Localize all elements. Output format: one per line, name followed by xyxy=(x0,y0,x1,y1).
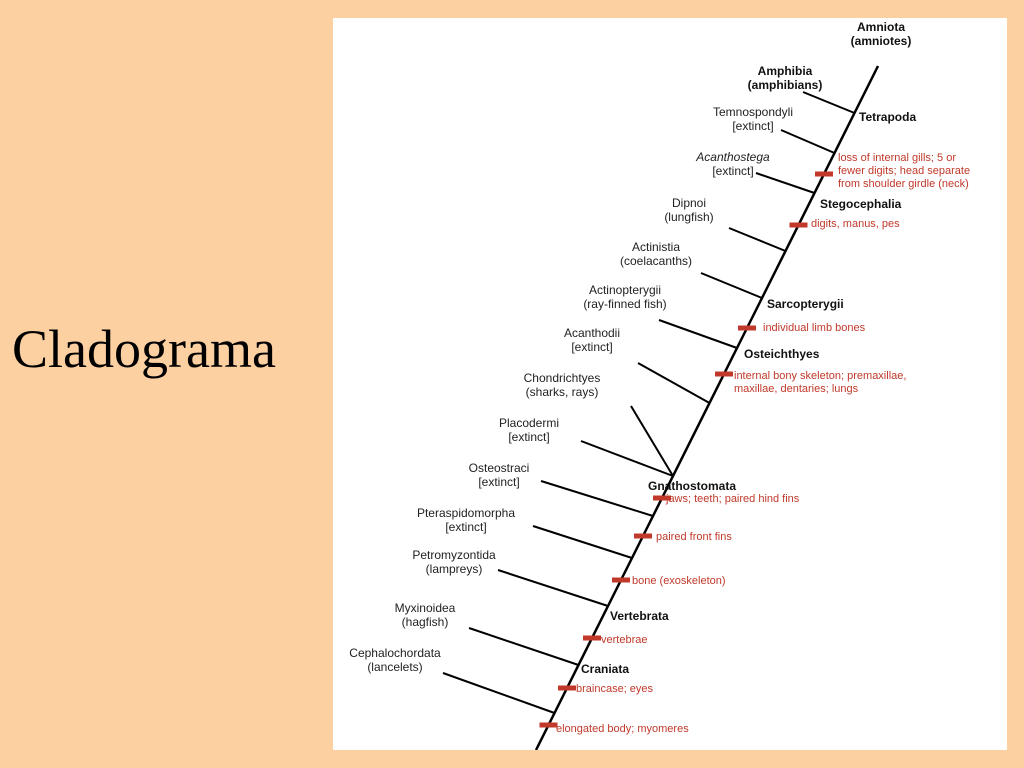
taxon-label-petromyzontida-line: Petromyzontida xyxy=(412,548,496,562)
branch-line-myxinoidea xyxy=(468,627,579,666)
taxon-label-cephalochordata: Cephalochordata(lancelets) xyxy=(349,646,441,674)
taxon-label-chondrichthyes: Chondrichtyes(sharks, rays) xyxy=(524,371,601,399)
taxon-label-actinopterygii: Actinopterygii(ray-finned fish) xyxy=(583,283,666,311)
taxon-label-petromyzontida: Petromyzontida(lampreys) xyxy=(412,548,496,576)
trait-label-body: elongated body; myomeres xyxy=(556,723,689,735)
branch-line-acanthostega xyxy=(755,172,815,194)
taxon-label-pteraspidomorpha: Pteraspidomorpha[extinct] xyxy=(417,506,515,534)
slide-title: Cladograma xyxy=(12,319,276,379)
taxon-label-placodermi-line: [extinct] xyxy=(508,430,549,444)
clade-label-vertebrata: Vertebrata xyxy=(610,609,669,623)
taxon-label-temnospondyli: Temnospondyli[extinct] xyxy=(713,105,793,133)
trait-label-braincase: braincase; eyes xyxy=(576,683,654,695)
taxon-label-chondrichthyes-line: Chondrichtyes xyxy=(524,371,601,385)
taxon-label-actinistia: Actinistia(coelacanths) xyxy=(620,240,692,268)
trait-label-bony-skeleton: internal bony skeleton; premaxillae,maxi… xyxy=(734,370,906,395)
taxon-label-myxinoidea-line: (hagfish) xyxy=(402,615,449,629)
taxon-label-dipnoi: Dipnoi(lungfish) xyxy=(664,196,713,224)
taxon-label-amniota-line: Amniota xyxy=(857,20,905,34)
taxon-label-acanthodii-line: Acanthodii xyxy=(564,326,620,340)
taxon-label-actinistia-line: Actinistia xyxy=(632,240,680,254)
taxon-label-dipnoi-line: (lungfish) xyxy=(664,210,713,224)
taxon-label-osteostraci-line: [extinct] xyxy=(478,475,519,489)
branch-line-amphibia xyxy=(802,91,855,114)
trait-label-digits-line: digits, manus, pes xyxy=(811,218,900,230)
branch-line-pteraspidomorpha xyxy=(532,525,633,559)
taxon-label-actinistia-line: (coelacanths) xyxy=(620,254,692,268)
taxon-label-cephalochordata-line: Cephalochordata xyxy=(349,646,441,660)
taxon-label-acanthostega-line: Acanthostega xyxy=(695,150,770,164)
branch-line-dipnoi xyxy=(728,227,786,252)
taxon-label-amphibia: Amphibia(amphibians) xyxy=(748,64,823,92)
trait-label-bony-skeleton-line: maxillae, dentaries; lungs xyxy=(734,383,859,395)
trait-label-jaws: jaws; teeth; paired hind fins xyxy=(665,493,800,505)
clade-label-craniata: Craniata xyxy=(581,662,629,676)
clade-label-gnathostomata: Gnathostomata xyxy=(648,479,736,493)
branch-line-osteostraci xyxy=(540,480,654,517)
taxon-label-amphibia-line: Amphibia xyxy=(758,64,813,78)
taxon-label-myxinoidea-line: Myxinoidea xyxy=(395,601,456,615)
clade-label-sarcopterygii: Sarcopterygii xyxy=(767,297,844,311)
taxon-label-osteostraci-line: Osteostraci xyxy=(469,461,530,475)
taxon-label-pteraspidomorpha-line: [extinct] xyxy=(445,520,486,534)
clade-label-stegocephalia: Stegocephalia xyxy=(820,197,902,211)
main-trunk-line xyxy=(534,65,880,750)
taxon-label-temnospondyli-line: Temnospondyli xyxy=(713,105,793,119)
taxon-label-placodermi-line: Placodermi xyxy=(499,416,559,430)
trait-label-bone-line: bone (exoskeleton) xyxy=(632,575,726,587)
branch-line-placodermi xyxy=(580,440,674,477)
trait-label-bone: bone (exoskeleton) xyxy=(632,575,726,587)
cladogram-panel: Amniota(amniotes) Amphibia(amphibians) Tem… xyxy=(333,18,1007,750)
trait-label-bony-skeleton-line: internal bony skeleton; premaxillae, xyxy=(734,370,906,382)
branch-line-actinistia xyxy=(700,272,763,299)
taxon-label-petromyzontida-line: (lampreys) xyxy=(426,562,483,576)
taxon-label-cephalochordata-line: (lancelets) xyxy=(367,660,422,674)
taxon-label-osteostraci: Osteostraci[extinct] xyxy=(469,461,530,489)
trait-label-vertebrae: vertebrae xyxy=(601,634,647,646)
trait-label-jaws-line: jaws; teeth; paired hind fins xyxy=(665,493,800,505)
taxon-label-dipnoi-line: Dipnoi xyxy=(672,196,706,210)
taxon-label-pteraspidomorpha-line: Pteraspidomorpha xyxy=(417,506,515,520)
trait-label-limb-bones-line: individual limb bones xyxy=(763,322,866,334)
taxon-label-acanthostega-line: [extinct] xyxy=(712,164,753,178)
taxon-label-acanthodii-line: [extinct] xyxy=(571,340,612,354)
taxon-label-amphibia-line: (amphibians) xyxy=(748,78,823,92)
taxon-label-amniota-line: (amniotes) xyxy=(851,34,912,48)
trait-label-gills-line: from shoulder girdle (neck) xyxy=(838,178,969,190)
trait-label-limb-bones: individual limb bones xyxy=(763,322,866,334)
taxon-label-actinopterygii-line: Actinopterygii xyxy=(589,283,661,297)
taxon-label-amniota: Amniota(amniotes) xyxy=(851,20,912,48)
branch-line-acanthodii xyxy=(637,362,710,404)
taxon-label-acanthostega: Acanthostega[extinct] xyxy=(695,150,770,178)
cladogram-diagram: Amniota(amniotes) Amphibia(amphibians) Tem… xyxy=(349,20,970,750)
branch-line-actinopterygii xyxy=(658,319,738,349)
branch-line-petromyzontida xyxy=(497,569,609,607)
taxon-label-acanthodii: Acanthodii[extinct] xyxy=(564,326,620,354)
trait-label-gills-line: loss of internal gills; 5 or xyxy=(838,152,956,164)
taxon-label-myxinoidea: Myxinoidea(hagfish) xyxy=(395,601,456,629)
branch-line-temnospondyli xyxy=(780,129,835,154)
clade-label-osteichthyes: Osteichthyes xyxy=(744,347,820,361)
trait-label-body-line: elongated body; myomeres xyxy=(556,723,689,735)
branch-line-cephalochordata xyxy=(442,672,555,714)
taxon-label-chondrichthyes-line: (sharks, rays) xyxy=(526,385,599,399)
trait-label-front-fins: paired front fins xyxy=(656,531,732,543)
taxon-label-temnospondyli-line: [extinct] xyxy=(732,119,773,133)
trait-label-vertebrae-line: vertebrae xyxy=(601,634,647,646)
trait-label-digits: digits, manus, pes xyxy=(811,218,900,230)
taxon-label-placodermi: Placodermi[extinct] xyxy=(499,416,559,444)
trait-label-gills-line: fewer digits; head separate xyxy=(838,165,970,177)
trait-label-braincase-line: braincase; eyes xyxy=(576,683,654,695)
taxon-label-actinopterygii-line: (ray-finned fish) xyxy=(583,297,666,311)
trait-label-front-fins-line: paired front fins xyxy=(656,531,732,543)
branch-line-chondrichthyes xyxy=(630,405,674,477)
clade-label-tetrapoda: Tetrapoda xyxy=(859,110,916,124)
